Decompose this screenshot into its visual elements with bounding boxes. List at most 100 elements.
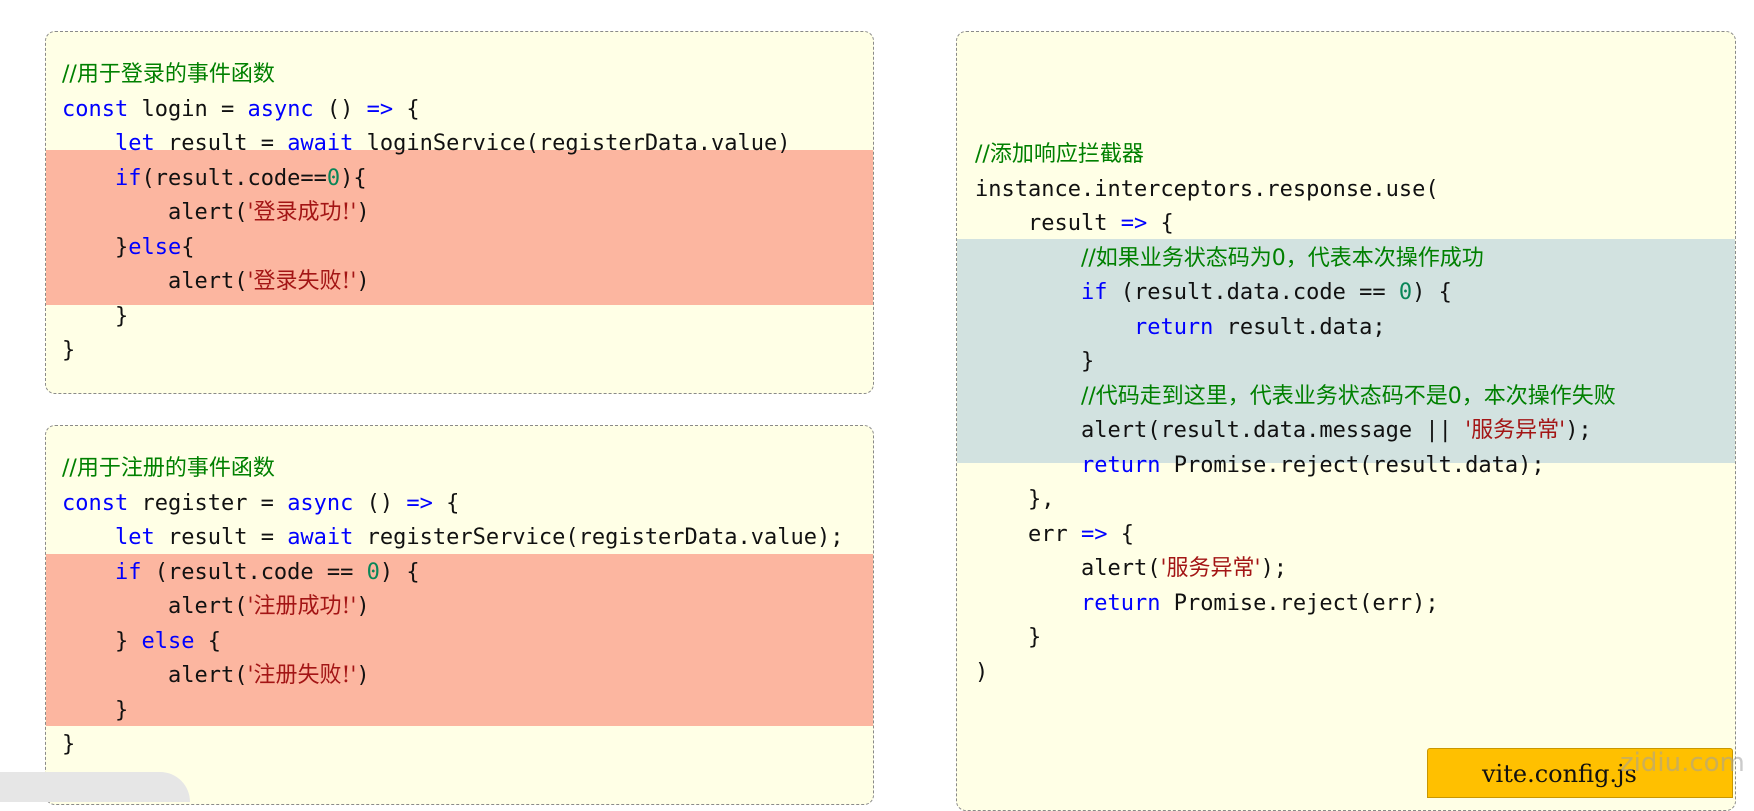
indent xyxy=(975,453,1081,478)
code-line: return result.data; xyxy=(975,311,1616,346)
code-line: } xyxy=(62,728,844,763)
code-text: registerService(registerData.value); xyxy=(353,525,844,550)
code-text: ) xyxy=(975,659,989,685)
code-line: } xyxy=(62,300,791,335)
keyword-return: return xyxy=(1080,590,1161,616)
string-literal: '注册失败!' xyxy=(247,663,357,688)
string-literal: '登录失败!' xyxy=(247,269,357,294)
code-text: ) xyxy=(356,594,370,619)
keyword-const: const xyxy=(62,96,129,122)
code-line: alert(result.data.message || '服务异常'); xyxy=(975,414,1616,449)
register-highlight-block xyxy=(46,554,873,726)
code-text: instance.interceptors.response.use( xyxy=(975,176,1439,202)
code-text: } xyxy=(62,732,76,757)
indent xyxy=(62,269,168,294)
code-text: alert( xyxy=(167,594,248,619)
code-line: ) xyxy=(975,656,1616,691)
code-text: } xyxy=(114,303,129,329)
register-code-panel: //用于注册的事件函数 const register = async () =>… xyxy=(45,425,874,805)
string-literal: '注册成功!' xyxy=(247,594,357,619)
keyword-await: await xyxy=(287,525,354,550)
code-comment: //代码走到这里，代表业务状态码不是0，本次操作失败 xyxy=(1080,383,1616,409)
code-text: }, xyxy=(1027,487,1055,512)
login-code-block: //用于登录的事件函数 const login = async () => { … xyxy=(62,58,791,369)
code-line: alert('登录失败!') xyxy=(62,265,791,300)
code-line: //用于登录的事件函数 xyxy=(62,58,791,93)
indent xyxy=(62,166,115,191)
indent xyxy=(975,487,1028,512)
code-line: //如果业务状态码为0，代表本次操作成功 xyxy=(975,242,1616,277)
indent xyxy=(62,698,115,723)
keyword-let: let xyxy=(114,131,155,156)
indent xyxy=(62,560,115,585)
code-text: result xyxy=(1027,211,1121,236)
indent xyxy=(62,629,115,654)
code-text: { xyxy=(432,490,460,516)
code-line: return Promise.reject(err); xyxy=(975,587,1616,622)
string-literal: '服务异常' xyxy=(1465,418,1566,443)
code-comment: //用于登录的事件函数 xyxy=(62,62,275,87)
code-text: } xyxy=(62,338,76,363)
code-text: { xyxy=(194,628,221,654)
code-text: ) xyxy=(356,663,370,688)
keyword-arrow: => xyxy=(406,490,433,516)
keyword-return: return xyxy=(1080,452,1161,478)
code-line: alert('服务异常'); xyxy=(975,552,1616,587)
code-text: } xyxy=(114,697,129,723)
indent xyxy=(62,594,168,619)
number-literal: 0 xyxy=(366,559,380,585)
keyword-if: if xyxy=(1080,280,1108,305)
code-line: if (result.data.code == 0) { xyxy=(975,276,1616,311)
code-line: let result = await loginService(register… xyxy=(62,127,791,162)
code-text: () xyxy=(353,490,407,516)
keyword-async: async xyxy=(287,490,354,516)
indent xyxy=(975,418,1081,443)
code-text: ) xyxy=(356,200,370,225)
interceptor-code-block: //添加响应拦截器 instance.interceptors.response… xyxy=(975,138,1616,690)
code-text: (result.data.code == xyxy=(1107,280,1399,305)
interceptor-code-panel: //添加响应拦截器 instance.interceptors.response… xyxy=(956,31,1736,811)
keyword-else: else xyxy=(141,628,195,654)
interceptor-highlight-block xyxy=(957,239,1735,463)
code-line: result => { xyxy=(975,207,1616,242)
code-line: err => { xyxy=(975,518,1616,553)
indent xyxy=(975,522,1028,547)
indent xyxy=(975,315,1134,340)
code-line: alert('登录成功!') xyxy=(62,196,791,231)
code-text: result.data; xyxy=(1213,314,1386,340)
code-line: if (result.code == 0) { xyxy=(62,556,844,591)
code-text: ) { xyxy=(379,559,420,585)
code-text: ) { xyxy=(1412,280,1452,305)
code-text: alert( xyxy=(167,200,248,225)
code-text: register = xyxy=(128,490,288,516)
code-text: ){ xyxy=(340,165,367,191)
code-text: { xyxy=(1147,211,1174,236)
register-code-block: //用于注册的事件函数 const register = async () =>… xyxy=(62,452,844,763)
code-text: (result.code== xyxy=(141,165,327,191)
indent xyxy=(975,591,1081,616)
code-text: alert( xyxy=(167,269,248,294)
code-text: ); xyxy=(1565,418,1592,443)
code-text: alert(result.data.message || xyxy=(1080,418,1466,443)
watermark: zidiu.com xyxy=(1620,748,1745,778)
code-text: err xyxy=(1027,521,1081,547)
indent xyxy=(975,246,1081,271)
indent xyxy=(975,556,1081,581)
code-text: } xyxy=(1080,349,1095,374)
code-text: () xyxy=(313,96,367,122)
code-line: } xyxy=(975,621,1616,656)
code-line: //添加响应拦截器 xyxy=(975,138,1616,173)
keyword-let: let xyxy=(114,525,155,550)
keyword-arrow: => xyxy=(1120,211,1148,236)
code-line: }else{ xyxy=(62,231,791,266)
code-line: } xyxy=(62,694,844,729)
code-line: if(result.code==0){ xyxy=(62,162,791,197)
code-text: { xyxy=(181,234,195,260)
indent xyxy=(975,349,1081,374)
string-literal: '登录成功!' xyxy=(247,200,357,225)
keyword-arrow: => xyxy=(366,96,394,122)
code-comment: //如果业务状态码为0，代表本次操作成功 xyxy=(1080,245,1484,271)
code-line: return Promise.reject(result.data); xyxy=(975,449,1616,484)
code-text: alert( xyxy=(1080,556,1161,581)
indent xyxy=(975,384,1081,409)
